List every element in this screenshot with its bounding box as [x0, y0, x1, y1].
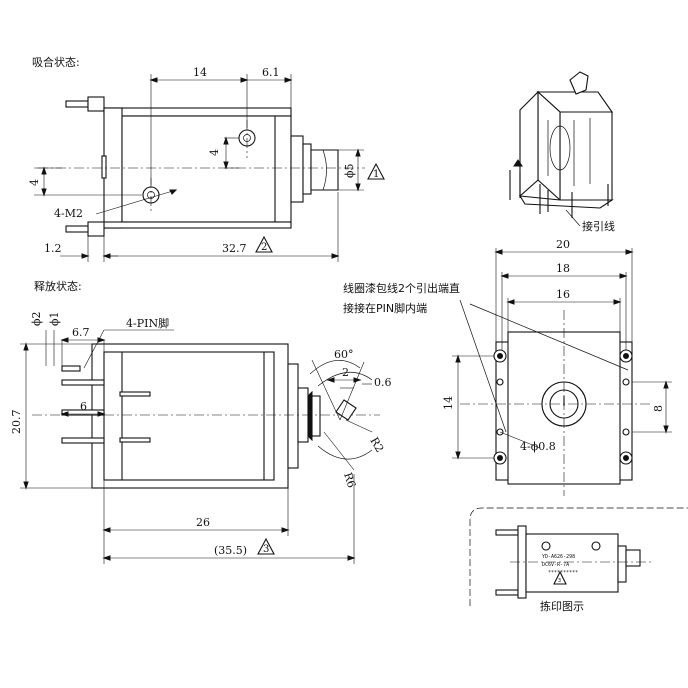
print-ref-mark: 3	[558, 578, 561, 584]
dim-4-phi0-8: 4-ϕ0.8	[520, 440, 556, 453]
iso-front-face	[559, 111, 613, 201]
lead-wire-label: 接引线	[582, 219, 615, 233]
pin-3	[61, 437, 105, 444]
closed-state-view: 吸合状态:	[28, 55, 385, 262]
dim-6-7: 6.7	[72, 326, 90, 339]
dim-14-closed: 14	[193, 66, 207, 79]
ref-triangle-1	[367, 162, 385, 180]
dim-2-released: 2	[342, 366, 349, 379]
dim-r2: R2	[367, 435, 386, 455]
dim-14-end: 14	[442, 396, 455, 410]
dim-35-5: (35.5)	[214, 544, 247, 557]
pin-1	[61, 379, 105, 386]
pin-top-left	[65, 100, 89, 108]
coil-note-line2: 接接在PIN脚内端	[343, 301, 427, 315]
pin-4	[61, 365, 81, 372]
ref-mark-2: 2	[261, 242, 267, 253]
frame-bottom	[103, 221, 292, 229]
dim-r6: R6	[341, 471, 358, 490]
dim-20-7: 20.7	[10, 410, 23, 435]
dim-32-7: 32.7	[222, 242, 247, 255]
coil-note-line1: 线圈漆包线2个引出端直	[343, 281, 460, 295]
print-line2: DC6V-R-7A	[542, 562, 569, 568]
isometric-view: 接引线	[509, 71, 615, 233]
dim-4-pin: 4-PIN脚	[126, 316, 169, 330]
dim-18: 18	[556, 262, 570, 275]
dim-4-left: 4	[28, 179, 41, 186]
iso-plunger	[569, 71, 589, 95]
print-detail-view: YD-A626-298 DC6V-R-7A ********** 3 拣印图示	[469, 507, 688, 613]
dim-26: 26	[196, 516, 210, 529]
print-body	[525, 533, 619, 593]
dim-angle-60: 60°	[334, 348, 354, 361]
dim-0-6: 0.6	[374, 376, 392, 389]
ref-triangle-3	[257, 537, 275, 555]
plunger-released	[311, 395, 321, 437]
ref-mark-1: 1	[373, 169, 379, 180]
released-body	[103, 351, 275, 481]
released-state-view: 释放状态: 60° 2 0.6	[10, 279, 392, 564]
dim-phi5: ϕ5	[343, 164, 356, 179]
print-label: 拣印图示	[540, 599, 584, 613]
dim-4-hole: 4	[208, 149, 221, 156]
dim-1-2: 1.2	[44, 242, 62, 255]
end-view: 线圈漆包线2个引出端直 接接在PIN脚内端 20 18	[343, 238, 672, 496]
pin-top-collar	[87, 96, 105, 112]
end-boss	[290, 135, 304, 203]
dim-phi2: ϕ2	[30, 312, 43, 327]
dim-8: 8	[652, 405, 665, 412]
closed-state-label: 吸合状态:	[32, 55, 80, 69]
ref-mark-3: 3	[263, 544, 269, 555]
dim-20: 20	[556, 238, 570, 251]
print-line1: YD-A626-298	[542, 554, 575, 560]
pin-bottom-collar	[87, 221, 105, 237]
frame-top	[103, 107, 292, 117]
solenoid-body	[121, 115, 292, 223]
ref-triangle-2	[255, 235, 273, 253]
dim-6-1: 6.1	[262, 66, 280, 79]
detail-frame	[469, 507, 688, 606]
dim-4-m2: 4-M2	[54, 207, 83, 220]
pin-bottom-left	[65, 225, 89, 233]
dim-16: 16	[556, 288, 570, 301]
dim-phi1: ϕ1	[48, 312, 61, 327]
dim-6-released: 6	[80, 400, 87, 413]
print-line3: **********	[548, 570, 578, 576]
released-state-label: 释放状态:	[34, 279, 82, 293]
